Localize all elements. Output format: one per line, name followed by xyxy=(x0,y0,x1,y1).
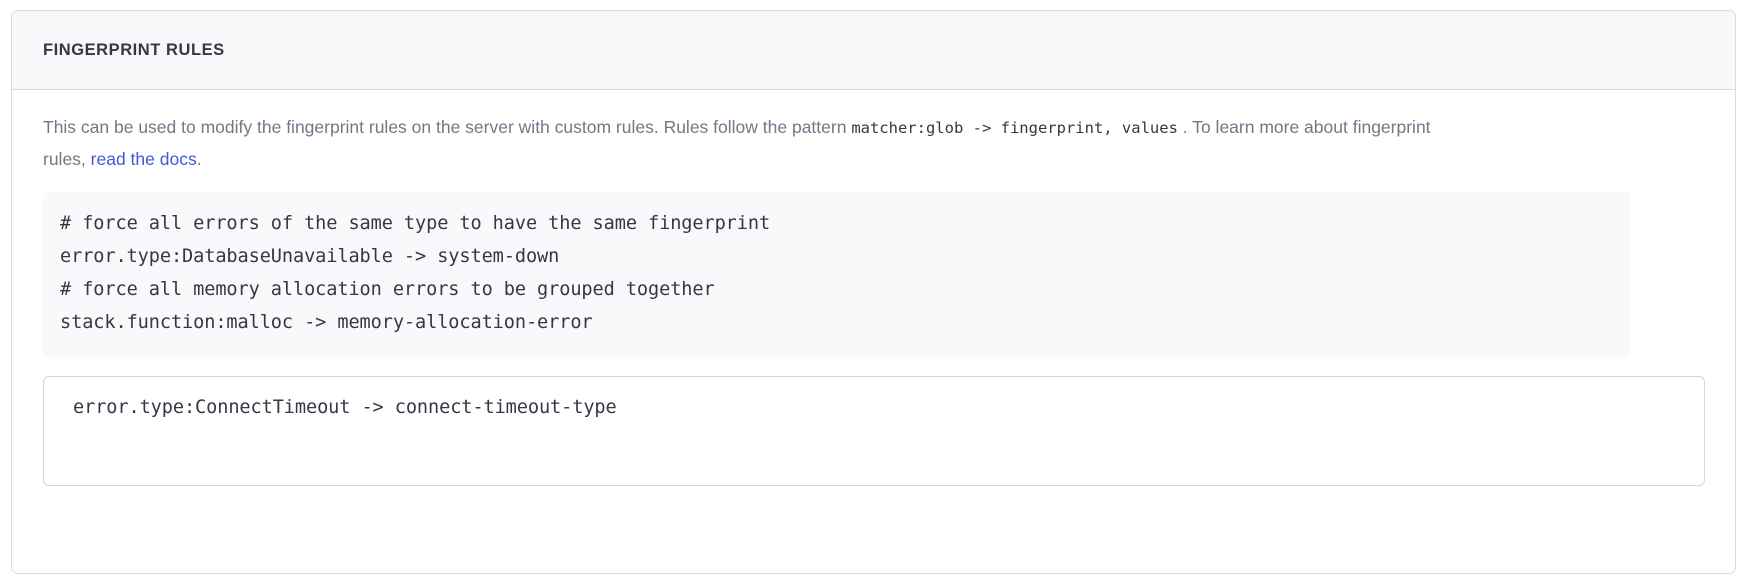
panel-body: This can be used to modify the fingerpri… xyxy=(12,90,1735,486)
code-line: stack.function:malloc -> memory-allocati… xyxy=(60,312,593,333)
panel-header: Fingerprint Rules xyxy=(12,11,1735,90)
fingerprint-rules-input[interactable] xyxy=(43,376,1705,486)
page-title: Fingerprint Rules xyxy=(43,40,225,59)
description-text-part-3: . xyxy=(196,149,202,169)
description-text-part-2: . To learn more about fingerprint rules, xyxy=(43,117,1431,169)
read-the-docs-link[interactable]: read the docs xyxy=(90,149,197,169)
panel-description: This can be used to modify the fingerpri… xyxy=(43,112,1463,175)
fingerprint-rules-panel: Fingerprint Rules This can be used to mo… xyxy=(11,10,1736,574)
example-code-block: # force all errors of the same type to h… xyxy=(43,192,1631,357)
description-text-part-1: This can be used to modify the fingerpri… xyxy=(43,117,852,137)
code-line: # force all errors of the same type to h… xyxy=(60,213,771,234)
code-line: # force all memory allocation errors to … xyxy=(60,279,715,300)
code-line: error.type:DatabaseUnavailable -> system… xyxy=(60,246,560,267)
description-inline-code: matcher:glob -> fingerprint, values xyxy=(851,119,1178,137)
